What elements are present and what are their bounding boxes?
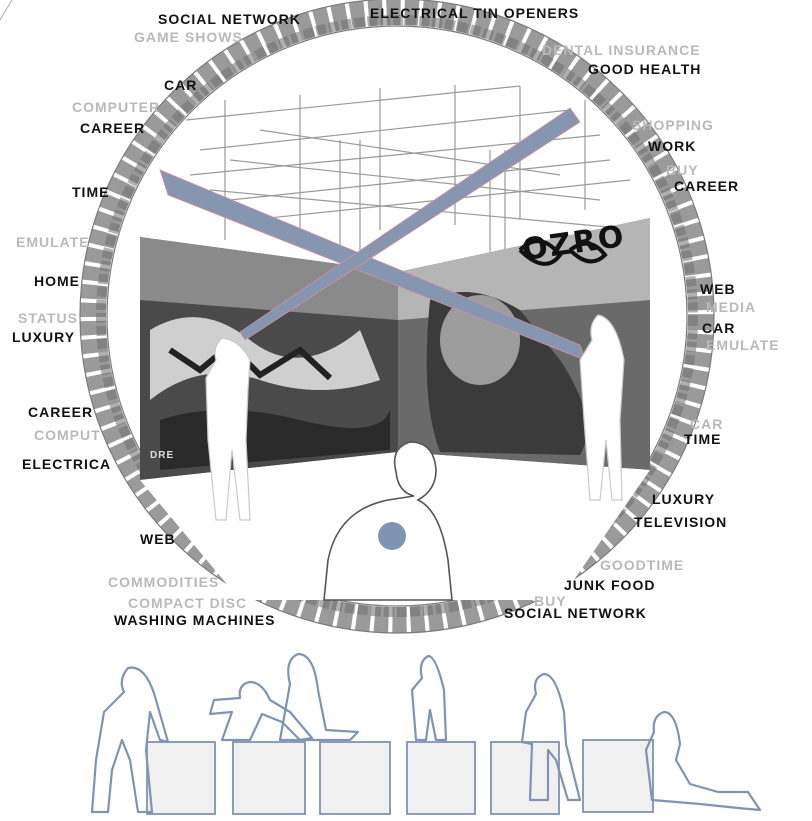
- word-emulate-right: EMULATE: [706, 337, 780, 353]
- word-media: MEDIA: [706, 299, 756, 315]
- word-status: STATUS: [18, 310, 78, 326]
- word-emulate-left: EMULATE: [16, 234, 90, 250]
- word-buy-right: BUY: [666, 162, 699, 178]
- word-television: TELEVISION: [634, 514, 727, 530]
- corner-line: [0, 0, 12, 20]
- graffiti-wall-left: [140, 237, 398, 480]
- word-commodities: COMMODITIES: [108, 574, 219, 590]
- word-social-network-bottom: SOCIAL NETWORK: [504, 605, 647, 621]
- word-career-lower-left: CAREER: [28, 404, 93, 420]
- word-junk-food: JUNK FOOD: [564, 577, 655, 593]
- bottom-cubes: [147, 740, 653, 814]
- graffiti-left-tag: DRE: [150, 448, 174, 464]
- word-time-right: TIME: [684, 431, 721, 447]
- word-work: WORK: [648, 138, 696, 154]
- word-car-top-left: CAR: [164, 77, 197, 93]
- word-comput: COMPUT: [34, 427, 101, 443]
- word-luxury-left: LUXURY: [12, 329, 75, 345]
- word-web-left: WEB: [140, 531, 176, 547]
- word-electrical-tin-openers: ELECTRICAL TIN OPENERS: [370, 5, 579, 21]
- word-home: HOME: [34, 273, 80, 289]
- word-time-left: TIME: [72, 184, 109, 200]
- word-career-left: CAREER: [80, 120, 145, 136]
- word-web-right: WEB: [700, 281, 736, 297]
- word-goodtime: GOODTIME: [600, 557, 684, 573]
- word-dental-insurance: DENTAL INSURANCE: [542, 42, 701, 58]
- word-car-right: CAR: [702, 320, 735, 336]
- word-car-lower-right: CAR: [690, 416, 723, 432]
- word-electrica: ELECTRICA: [22, 456, 111, 472]
- word-game-shows: GAME SHOWS: [134, 29, 243, 45]
- word-career-right: CAREER: [674, 178, 739, 194]
- word-shopping: SHOPPING: [632, 117, 714, 133]
- word-luxury-right: LUXURY: [652, 491, 715, 507]
- heart-dot: [378, 522, 406, 550]
- word-computer: COMPUTER: [72, 99, 160, 115]
- word-washing-machines: WASHING MACHINES: [114, 612, 275, 628]
- word-social-network-top: SOCIAL NETWORK: [158, 11, 301, 27]
- word-compact-disc: COMPACT DISC: [128, 595, 247, 611]
- word-good-health: GOOD HEALTH: [588, 61, 701, 77]
